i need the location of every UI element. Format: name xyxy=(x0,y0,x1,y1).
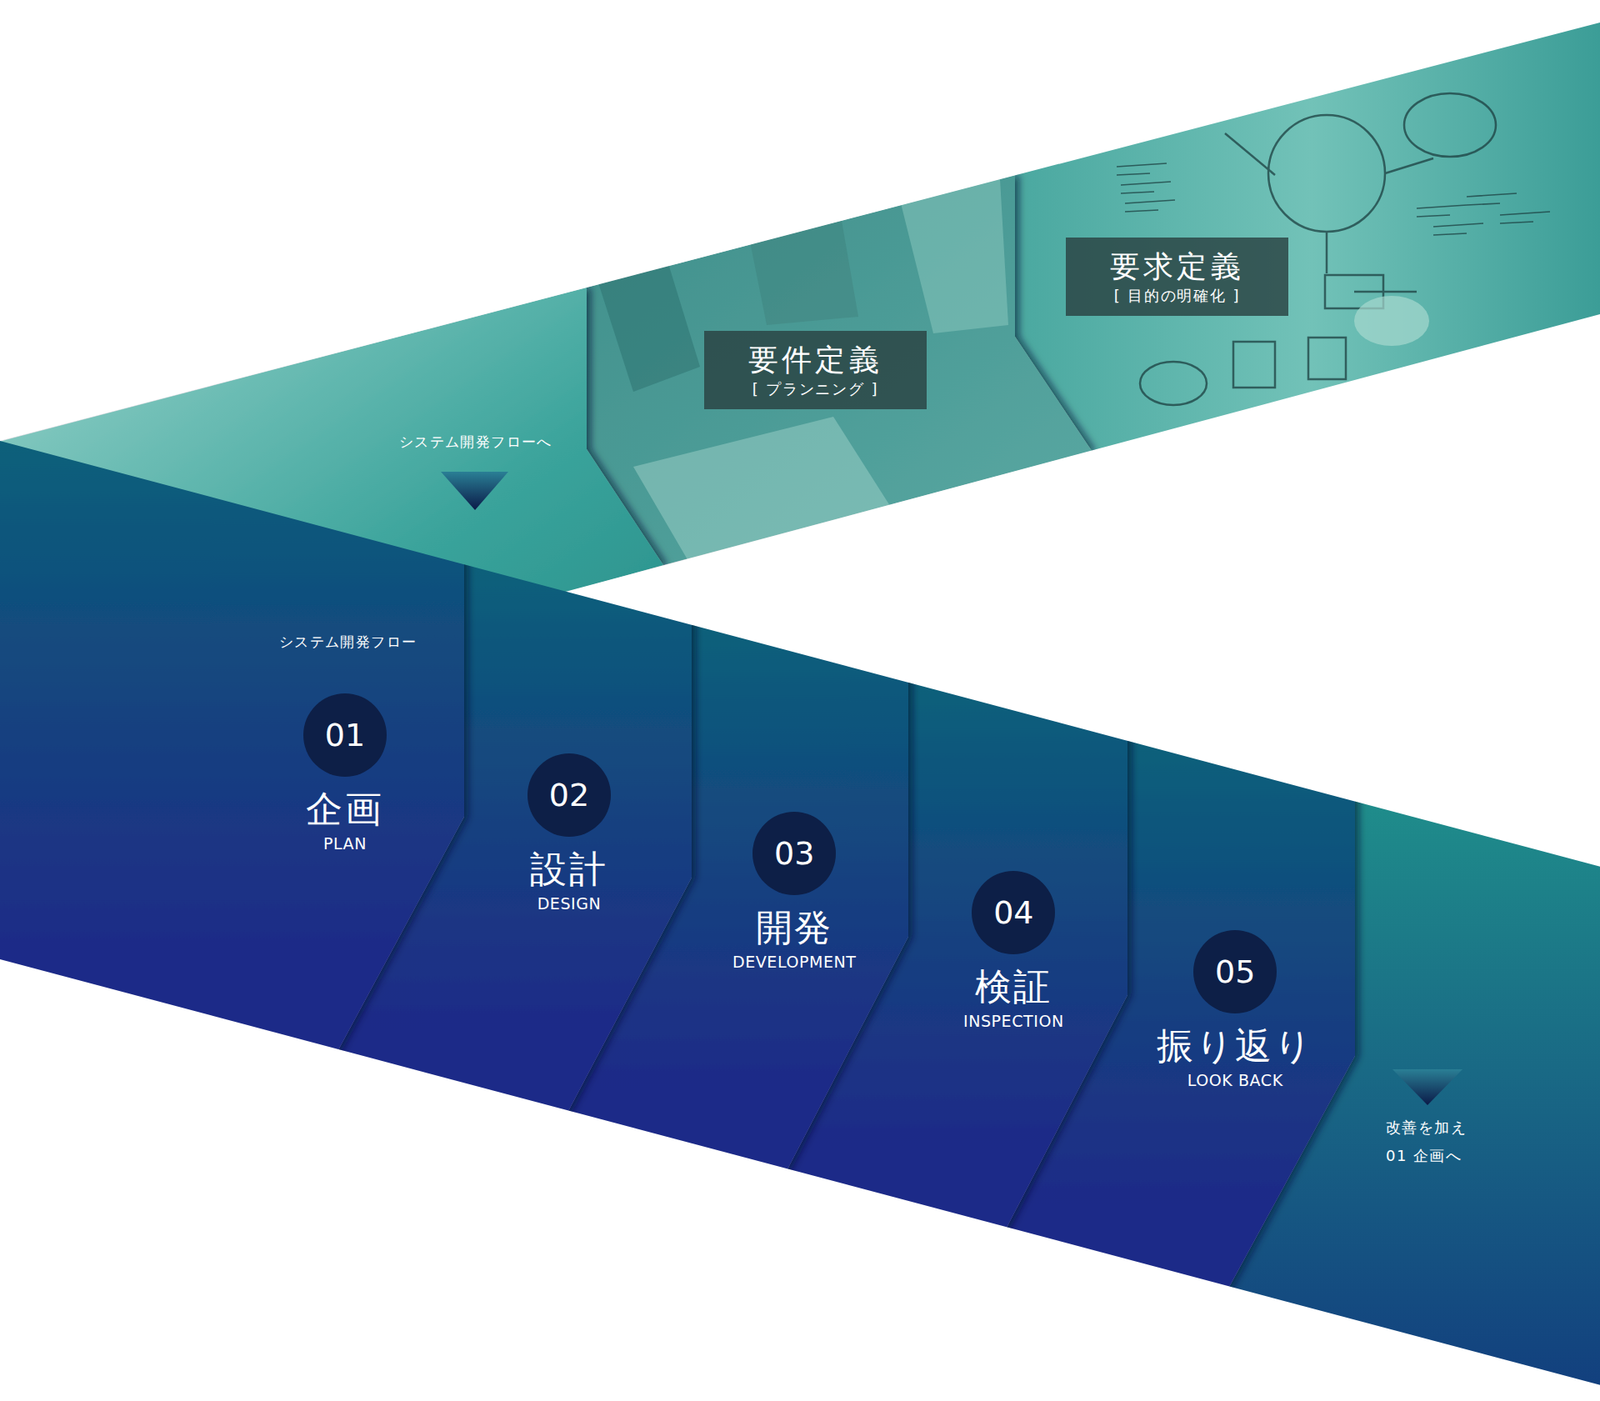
loop-note: 改善を加え 01 企画へ xyxy=(1385,1113,1480,1170)
down-arrow xyxy=(440,471,509,510)
step-title: 検証 xyxy=(975,965,1053,1009)
step-subtitle: DEVELOPMENT xyxy=(732,952,856,972)
caption-box: 要件定義[ プランニング ] xyxy=(704,330,927,410)
hand xyxy=(1354,295,1430,346)
step-title: 振り返り xyxy=(1156,1025,1315,1068)
step-number: 05 xyxy=(1215,955,1255,988)
step-circle: 01 xyxy=(303,693,387,777)
box-subtitle: [ プランニング ] xyxy=(725,378,905,400)
flow-caption: システム開発フローへ xyxy=(399,432,553,451)
flow-caption: システム開発フロー xyxy=(279,632,417,651)
step-node: 03 開発DEVELOPMENT xyxy=(732,811,856,971)
meeting-photo xyxy=(586,175,1092,567)
step-circle: 04 xyxy=(971,870,1055,955)
flow-segment xyxy=(0,435,465,1054)
step-node: 05 振り返りLOOK BACK xyxy=(1156,930,1315,1090)
step-node: 04 検証INSPECTION xyxy=(963,870,1065,1030)
caption-box: 要求定義[ 目的の明確化 ] xyxy=(1065,237,1289,316)
step-node: 02 設計 DESIGN xyxy=(527,753,611,913)
whiteboard-photo xyxy=(1015,8,1600,451)
box-subtitle: [ 目的の明確化 ] xyxy=(1087,285,1267,306)
step-number: 01 xyxy=(325,719,365,751)
step-subtitle: INSPECTION xyxy=(963,1011,1065,1031)
flow-band xyxy=(0,435,1600,1390)
box-title: 要求定義 xyxy=(1087,247,1267,285)
step-number: 04 xyxy=(993,896,1034,929)
step-subtitle: PLAN xyxy=(323,834,367,854)
step-subtitle: DESIGN xyxy=(537,894,602,914)
step-title: 開発 xyxy=(755,906,834,950)
step-node: 01 企画 PLAN xyxy=(303,693,387,853)
step-number: 03 xyxy=(774,837,815,870)
down-arrow xyxy=(1392,1069,1463,1105)
step-circle: 02 xyxy=(527,753,611,837)
step-number: 02 xyxy=(549,779,590,811)
step-circle: 03 xyxy=(752,811,836,895)
box-title: 要件定義 xyxy=(725,340,905,379)
step-subtitle: LOOK BACK xyxy=(1187,1070,1284,1090)
step-title: 設計 xyxy=(530,848,608,891)
step-title: 企画 xyxy=(305,788,384,831)
step-circle: 05 xyxy=(1193,930,1277,1014)
